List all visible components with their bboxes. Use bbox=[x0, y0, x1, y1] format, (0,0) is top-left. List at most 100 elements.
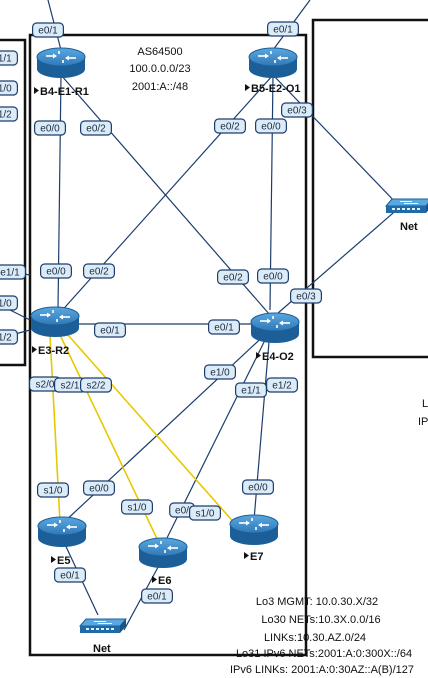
note-line: Lo3 MGMT: 10.0.30.X/32 bbox=[256, 596, 378, 608]
interface-label: e0/0 bbox=[242, 479, 275, 495]
arrow-icon bbox=[32, 346, 37, 353]
interface-label-box bbox=[0, 50, 18, 66]
interface-label-box bbox=[235, 382, 268, 398]
interface-label: e1/1 bbox=[0, 50, 18, 66]
router-b5[interactable] bbox=[248, 47, 298, 79]
interface-label-box bbox=[189, 505, 222, 521]
interface-label-box bbox=[0, 80, 18, 96]
router-icon bbox=[30, 306, 80, 338]
interface-label: e0/0 bbox=[82, 480, 115, 496]
note-line: Lo31 IPv6 NETs:2001:A:0:300X::/64 bbox=[236, 648, 412, 660]
router-name-b4: B4-E1-R1 bbox=[40, 86, 89, 98]
interface-label-box bbox=[281, 102, 314, 118]
interface-label: s1/0 bbox=[120, 499, 153, 515]
switch-icon bbox=[385, 198, 428, 214]
interface-label-box bbox=[33, 120, 66, 136]
interface-label-text: s2/0 bbox=[36, 380, 55, 391]
router-e7[interactable] bbox=[229, 514, 279, 546]
arrow-icon bbox=[244, 552, 249, 559]
net-name-bottom: Net bbox=[93, 643, 111, 655]
as-header: AS64500 100.0.0.0/23 2001:A::/48 bbox=[129, 46, 190, 93]
interface-label: e0/1 bbox=[53, 567, 86, 583]
router-icon bbox=[36, 47, 86, 79]
interface-label-text: s2/1 bbox=[61, 381, 80, 392]
net-name-right: Net bbox=[400, 221, 418, 233]
net-switch-bottom[interactable] bbox=[79, 618, 127, 634]
interface-label: e0/3 bbox=[281, 102, 314, 118]
switch-icon bbox=[79, 618, 127, 634]
interface-label-text: e0/3 bbox=[296, 292, 316, 303]
router-e6[interactable] bbox=[138, 537, 188, 569]
interface-label: e1/0 bbox=[0, 295, 18, 311]
interface-label-text: s1/0 bbox=[44, 486, 63, 497]
router-e5[interactable] bbox=[37, 516, 87, 548]
router-name-e7: E7 bbox=[250, 551, 263, 563]
interface-label-box bbox=[0, 264, 26, 280]
router-e3[interactable] bbox=[30, 306, 80, 338]
router-icon bbox=[138, 537, 188, 569]
router-name-e5: E5 bbox=[57, 555, 70, 567]
interface-label-text: e0/1 bbox=[214, 323, 234, 334]
interface-label-box bbox=[36, 482, 69, 498]
interface-label-box bbox=[257, 268, 290, 284]
interface-label-box bbox=[53, 567, 86, 583]
interface-label-text: e0/2 bbox=[223, 273, 243, 284]
ipv6-block: 2001:A::/48 bbox=[132, 81, 188, 93]
interface-label: e0/3 bbox=[290, 288, 323, 304]
interface-label-box bbox=[0, 329, 18, 345]
interface-label-box bbox=[31, 22, 64, 38]
note-line: Lo30 NETs:10.3X.0.0/16 bbox=[261, 614, 380, 626]
interface-label: s1/0 bbox=[189, 505, 222, 521]
router-arrow-markers bbox=[32, 84, 261, 583]
router-icon bbox=[250, 312, 300, 344]
interface-label-text: e1/2 bbox=[0, 333, 12, 344]
interface-label-box bbox=[39, 263, 72, 279]
interface-label-text: e0/1 bbox=[38, 26, 58, 37]
link-e4-net bbox=[269, 206, 401, 321]
interface-label-text: e0/0 bbox=[46, 267, 66, 278]
router-b4[interactable] bbox=[36, 47, 86, 79]
interface-label-text: e0/2 bbox=[86, 124, 106, 135]
interface-label-box bbox=[82, 480, 115, 496]
interface-label-box bbox=[208, 319, 241, 335]
interface-label-box bbox=[267, 21, 300, 37]
router-icon bbox=[37, 516, 87, 548]
interface-label: e0/1 bbox=[208, 319, 241, 335]
interface-label: e0/0 bbox=[39, 263, 72, 279]
link-b5-net bbox=[272, 74, 401, 208]
interface-label-text: e1/1 bbox=[0, 54, 12, 65]
interface-label-text: e0/0 bbox=[248, 483, 268, 494]
interface-label-text: e0/0 bbox=[89, 484, 109, 495]
arrow-icon bbox=[256, 352, 261, 359]
arrow-icon bbox=[152, 576, 157, 583]
interface-label-text: e0/2 bbox=[220, 122, 240, 133]
interface-label-text: s2/2 bbox=[87, 381, 106, 392]
router-name-e6: E6 bbox=[158, 575, 171, 587]
interface-label-text: e0/3 bbox=[287, 106, 307, 117]
router-name-b5: B5-E2-O1 bbox=[251, 83, 301, 95]
router-names: B4-E1-R1 B5-E2-O1 E3-R2 E4-O2 E5 E6 E7 N… bbox=[38, 83, 418, 655]
interface-label: s1/0 bbox=[36, 482, 69, 498]
interface-label-text: e1/2 bbox=[272, 381, 292, 392]
addressing-notes: Lo3 MGMT: 10.0.30.X/32 Lo30 NETs:10.3X.0… bbox=[230, 596, 414, 676]
as-name: AS64500 bbox=[137, 46, 182, 58]
note-line: IPv6 LINKs: 2001:A:0:30AZ::A(B)/127 bbox=[230, 664, 414, 676]
as64500-frame bbox=[28, 33, 308, 657]
interface-label: e0/0 bbox=[33, 120, 66, 136]
interface-label: e0/1 bbox=[141, 588, 174, 604]
net-switch-right[interactable] bbox=[385, 198, 428, 214]
interface-label: e0/0 bbox=[257, 268, 290, 284]
router-icon bbox=[229, 514, 279, 546]
interface-label-text: e1/0 bbox=[0, 299, 12, 310]
interface-label-box bbox=[214, 118, 247, 134]
router-e4[interactable] bbox=[250, 312, 300, 344]
interface-label-text: e0/2 bbox=[89, 267, 109, 278]
interface-label-text: e1/1 bbox=[0, 268, 20, 279]
router-name-e4: E4-O2 bbox=[262, 351, 294, 363]
interface-label-text: e0/0 bbox=[261, 122, 281, 133]
interface-label-text: s1/0 bbox=[196, 509, 215, 520]
interface-labels: e0/1 e0/1 e0/0 e0/2 e0/2 e0/0 e0/3 e0/0 e0/2 e0/2… bbox=[0, 21, 323, 604]
interface-label-box bbox=[93, 322, 126, 338]
interface-label-text: e0/1 bbox=[147, 592, 167, 603]
